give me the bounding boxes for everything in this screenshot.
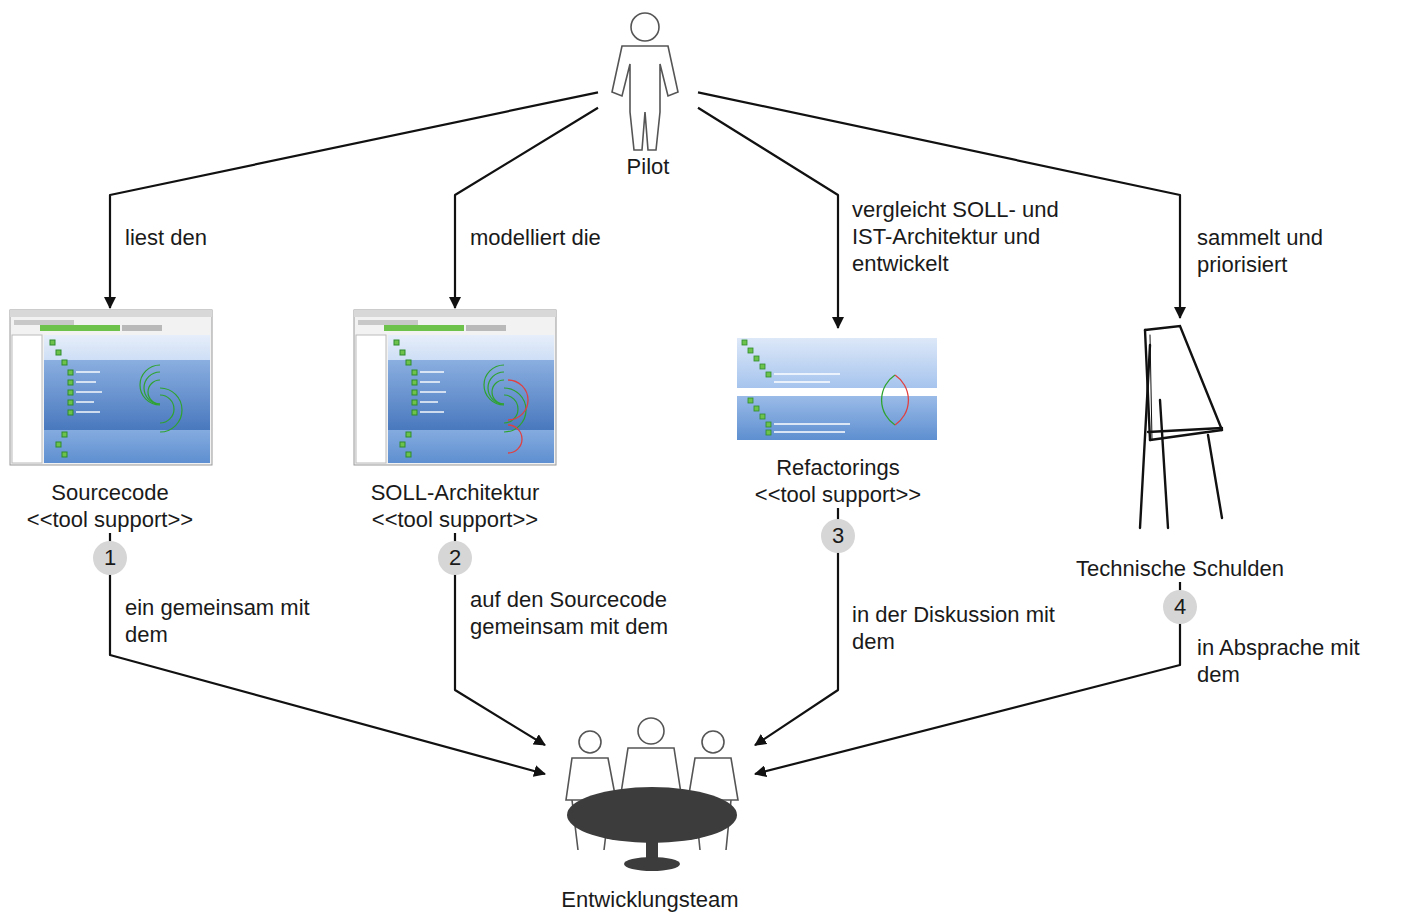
edge-label: in Absprache mit dem [1197,634,1397,688]
flow-arrow [455,108,598,308]
edge-label: modelliert die [470,224,690,251]
actor-node: Pilot [598,8,698,180]
tool-node: Sourcecode<<tool support>> [8,308,212,533]
node-title: Sourcecode [51,479,168,506]
refactoring-screenshot [737,330,937,440]
node-stereotype: <<tool support>> [27,506,193,533]
team-node: Entwicklungsteam [545,720,755,913]
callout-number: 1 [93,541,127,575]
flow-arrow [110,533,545,774]
node-title: Refactorings [776,454,900,481]
flipchart-node: Technische Schulden [1060,318,1300,582]
node-title: Technische Schulden [1076,555,1284,582]
callout-number: 3 [821,519,855,553]
flow-arrow [698,108,838,328]
source-screenshot [10,310,212,465]
node-stereotype: <<tool support>> [755,481,921,508]
node-stereotype: <<tool support>> [372,506,538,533]
edge-label: auf den Sourcecode gemeinsam mit dem [470,586,710,640]
flow-arrow [110,92,598,308]
edge-label: in der Diskussion mit dem [852,601,1064,655]
team-figures [566,718,738,850]
pilot-figure [612,13,678,150]
edge-label: ein gemeinsam mit dem [125,594,353,648]
flow-arrow [755,582,1180,774]
node-title: Pilot [627,153,670,180]
node-title: SOLL-Architektur [371,479,540,506]
flow-arrow [698,92,1180,318]
callout-number: 2 [438,541,472,575]
edge-label: liest den [125,224,325,251]
flipchart [1140,326,1222,528]
node-title: Entwicklungsteam [561,886,738,913]
team-table [567,787,737,871]
callout-number: 4 [1163,590,1197,624]
edge-label: sammelt und priorisiert [1197,224,1357,278]
architecture-screenshot [354,310,556,465]
edge-label: vergleicht SOLL- und IST-Architektur und… [852,196,1080,277]
tool-node: Refactorings<<tool support>> [736,328,940,508]
tool-node: SOLL-Architektur<<tool support>> [353,308,557,533]
